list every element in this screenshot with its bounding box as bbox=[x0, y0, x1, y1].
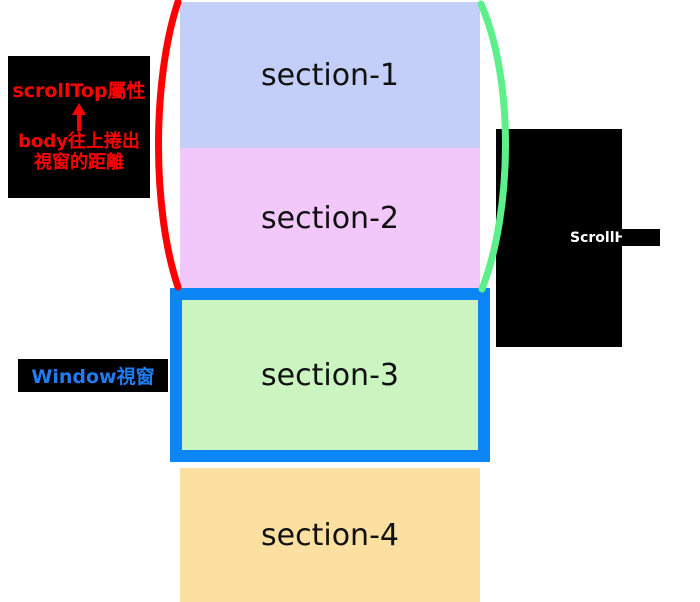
section-1-label: section-1 bbox=[261, 57, 399, 93]
section-3-block: section-3 bbox=[182, 300, 478, 450]
scrollheight-label-mask bbox=[622, 229, 660, 246]
section-4-label: section-4 bbox=[261, 517, 399, 553]
section-2-block: section-2 bbox=[180, 148, 480, 288]
scrolltop-desc-line2: 視窗的距離 bbox=[34, 151, 124, 173]
scrolltop-annotation: scrollTop屬性 body往上捲出 視窗的距離 bbox=[8, 56, 150, 198]
window-viewport-label: Window視窗 bbox=[18, 359, 168, 392]
window-viewport-frame: section-3 bbox=[170, 288, 490, 462]
window-viewport-label-text: Window視窗 bbox=[31, 366, 155, 388]
section-3-label: section-3 bbox=[261, 357, 399, 393]
section-4-block: section-4 bbox=[180, 468, 480, 602]
section-2-label: section-2 bbox=[261, 200, 399, 236]
up-arrow-icon bbox=[8, 102, 150, 132]
scrolltop-desc-line1: body往上捲出 bbox=[18, 131, 140, 153]
section-1-block: section-1 bbox=[180, 2, 480, 148]
scrollheight-annotation bbox=[496, 129, 622, 347]
scroll-top-range-curve bbox=[155, 0, 182, 291]
scrolltop-heading: scrollTop屬性 bbox=[12, 80, 146, 103]
